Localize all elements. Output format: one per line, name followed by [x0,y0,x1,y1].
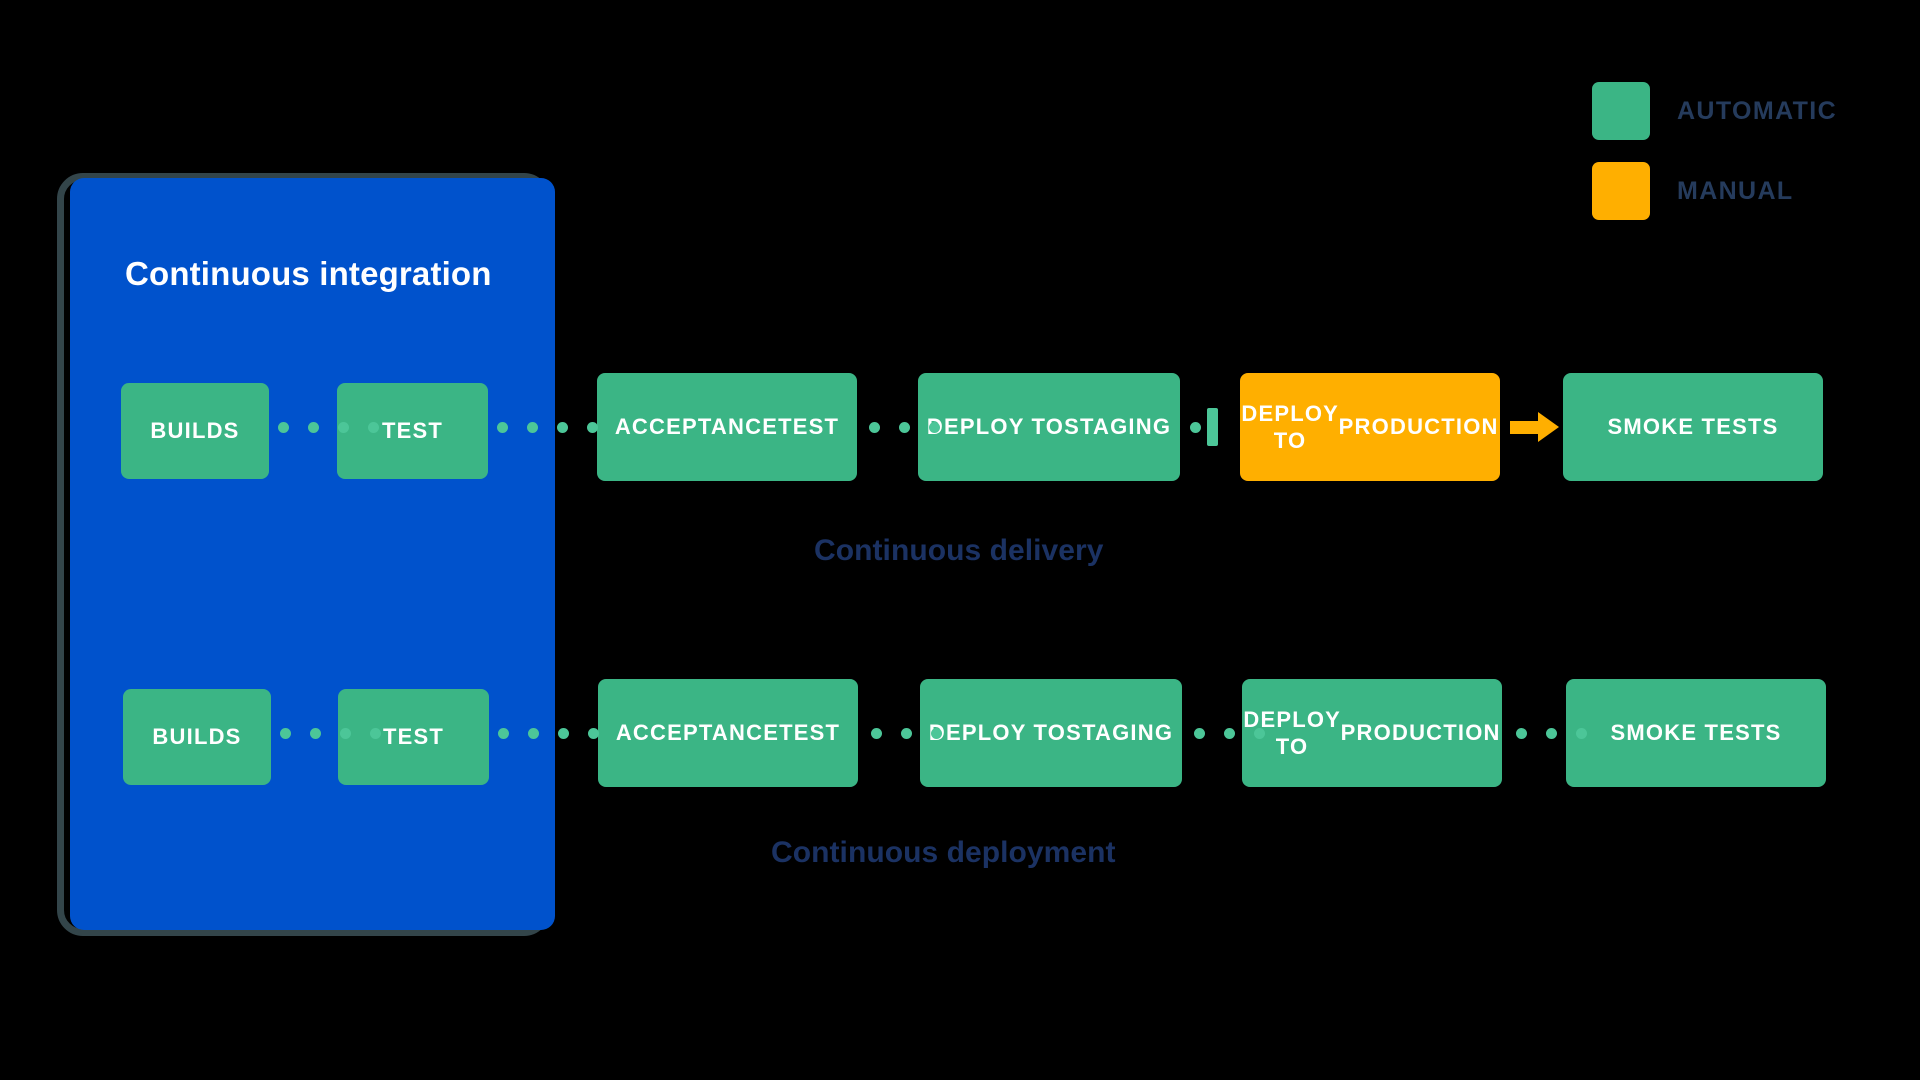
connector-manual-gate-bar [1207,408,1218,446]
connector-dotted-staging-production-deployment [1194,727,1265,739]
connector-dotted-acceptance-staging-delivery [869,421,940,433]
stage-node-smoke-tests-delivery[interactable]: SMOKE TESTS [1563,373,1823,481]
flow-caption-continuous-deployment: Continuous deployment [771,836,1116,869]
connector-dotted-acceptance-staging-deployment [871,727,942,739]
legend-swatch-manual [1592,162,1650,220]
stage-node-label-line: STAGING [1066,720,1174,746]
legend-swatch-automatic [1592,82,1650,140]
connector-arrow-production-smoke-delivery [1510,412,1559,442]
connector-dotted-test-acceptance-delivery [497,421,598,433]
stage-node-smoke-tests-deployment[interactable]: SMOKE TESTS [1566,679,1826,787]
stage-node-label-line: DEPLOY TO [1241,400,1340,454]
stage-node-builds-delivery[interactable]: BUILDS [121,383,269,479]
stage-node-label-line: STAGING [1064,414,1172,440]
legend-item-manual: MANUAL [1592,162,1912,220]
connector-dotted-builds-test-deployment [280,727,381,739]
connector-dotted-staging-gate-delivery [1190,421,1201,433]
stage-node-label-line: PRODUCTION [1338,414,1499,440]
arrow-shaft [1510,420,1538,434]
stage-node-label-line: ACCEPTANCE [614,414,779,440]
stage-node-label-line: TEST [778,414,840,440]
stage-node-label-line: PRODUCTION [1340,720,1501,746]
ci-panel-title: Continuous integration [125,255,492,292]
legend-label-manual: MANUAL [1677,176,1794,205]
stage-node-label-line: ACCEPTANCE [615,720,780,746]
stage-node-test-delivery[interactable]: TEST [337,383,488,479]
legend: AUTOMATIC MANUAL [1592,82,1912,242]
legend-label-automatic: AUTOMATIC [1677,96,1838,125]
ci-panel [70,178,555,930]
stage-node-builds-deployment[interactable]: BUILDS [123,689,271,785]
flow-caption-continuous-delivery: Continuous delivery [814,534,1104,567]
stage-node-test-deployment[interactable]: TEST [338,689,489,785]
connector-dotted-builds-test-delivery [278,421,379,433]
connector-dotted-production-smoke-deployment [1516,727,1587,739]
stage-node-label-line: TEST [779,720,841,746]
legend-item-automatic: AUTOMATIC [1592,82,1912,140]
arrow-head [1538,412,1559,442]
stage-node-label-line: DEPLOY TO [926,414,1065,440]
stage-node-label-line: DEPLOY TO [1243,706,1342,760]
stage-node-label-line: DEPLOY TO [928,720,1067,746]
connector-dotted-test-acceptance-deployment [498,727,599,739]
